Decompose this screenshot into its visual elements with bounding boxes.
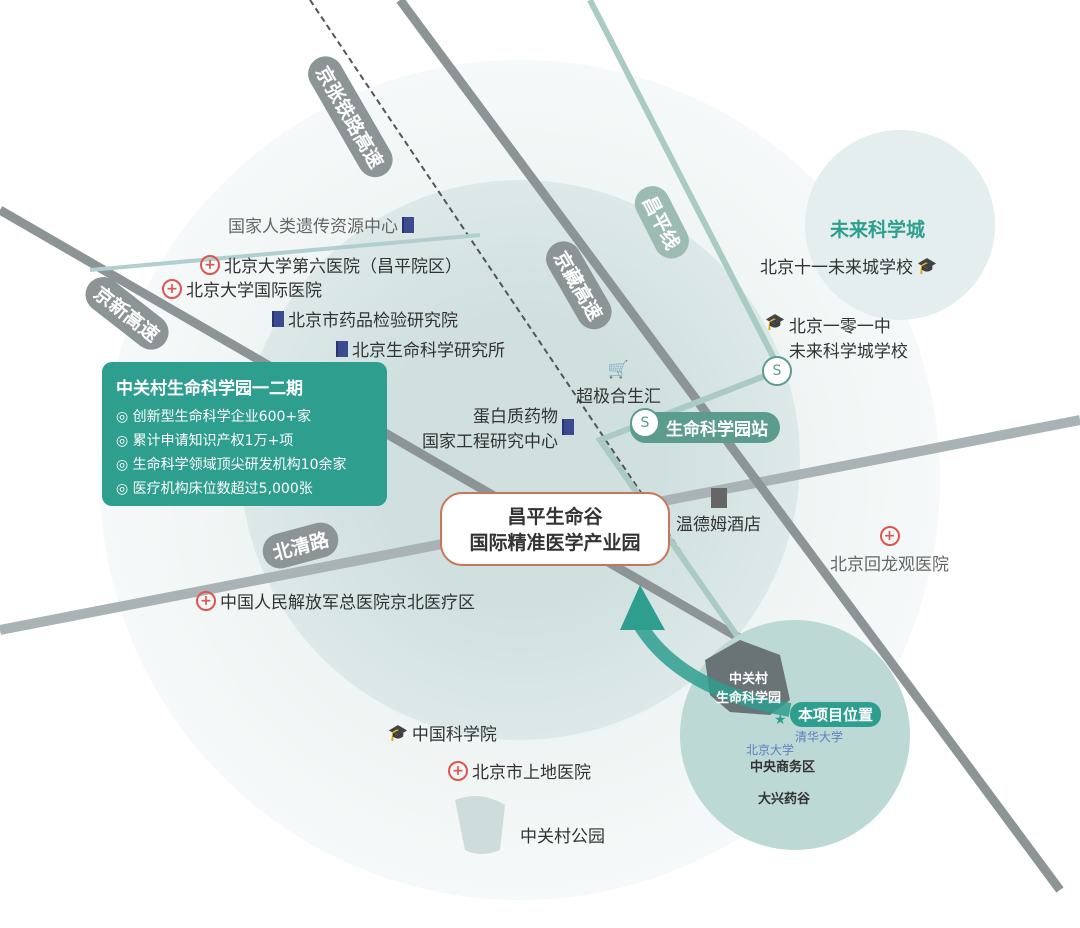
jingzang-expressway bbox=[396, 0, 1064, 893]
poi-hotel: 温德姆酒店 bbox=[676, 488, 761, 535]
inset-cbd: 中央商务区 bbox=[750, 760, 816, 775]
poi-shangdi: +北京市上地医院 bbox=[448, 758, 591, 783]
project-label: 昌平生命谷国际精准医学产业园 bbox=[440, 492, 670, 566]
hospital-icon: + bbox=[162, 278, 182, 299]
star-icon: ★ bbox=[774, 712, 787, 728]
poi-huilongguan: +北京回龙观医院 bbox=[830, 526, 949, 575]
poi-genetic-center: 国家人类遗传资源中心 bbox=[228, 212, 414, 237]
poi-school-11: 北京十一未来城学校🎓 bbox=[760, 253, 937, 278]
inset-tsinghua: 清华大学 bbox=[795, 730, 844, 744]
lab-icon bbox=[402, 216, 414, 233]
poi-cas: 🎓中国科学院 bbox=[388, 723, 497, 745]
future-city-circle bbox=[805, 130, 995, 320]
inset-pku: 北京大学 bbox=[746, 743, 795, 757]
hospital-icon: + bbox=[196, 590, 216, 611]
inset-zhongguancun: 中关村生命科学园 bbox=[716, 672, 782, 706]
changping-line bbox=[587, 0, 785, 642]
info-item: ◎ 累计申请知识产权1万+项 bbox=[116, 433, 294, 449]
park-shape bbox=[455, 796, 505, 854]
lab-icon bbox=[336, 340, 348, 357]
project-marker: 本项目位置 bbox=[790, 702, 882, 727]
metro-icon: S bbox=[762, 356, 792, 386]
poi-protein-center: 蛋白质药物国家工程研究中心 bbox=[422, 402, 574, 452]
cart-icon: 🛒 bbox=[607, 360, 630, 380]
direction-arrow bbox=[634, 621, 792, 717]
info-item: ◎ 创新型生命科学企业600+家 bbox=[116, 409, 312, 425]
poi-nibs: 北京生命科学研究所 bbox=[336, 336, 505, 361]
metro-icon: S bbox=[630, 408, 660, 438]
school-icon: 🎓 bbox=[917, 256, 937, 275]
info-title: 中关村生命科学园一二期 bbox=[116, 379, 303, 399]
school-icon: 🎓 bbox=[388, 723, 408, 742]
info-item: ◎ 医疗机构床位数超过5,000张 bbox=[116, 481, 313, 497]
minor-road bbox=[89, 233, 481, 272]
poi-pku-intl: +北京大学国际医院 bbox=[162, 276, 322, 301]
lab-icon bbox=[272, 310, 284, 327]
hospital-icon: + bbox=[448, 760, 468, 781]
poi-pku6: +北京大学第六医院（昌平院区） bbox=[200, 252, 462, 277]
poi-park: 中关村公园 bbox=[520, 827, 605, 847]
info-item: ◎ 生命科学领域顶尖研发机构10余家 bbox=[116, 457, 347, 473]
poi-school-101: 🎓北京一零一中未来科学城学校 bbox=[765, 312, 908, 362]
lab-icon bbox=[562, 419, 574, 435]
hospital-icon: + bbox=[200, 254, 220, 275]
future-city-title: 未来科学城 bbox=[830, 219, 926, 241]
label: 北京一零一中未来科学城学校 bbox=[788, 317, 908, 362]
info-box: 中关村生命科学园一二期 ◎ 创新型生命科学企业600+家 ◎ 累计申请知识产权1… bbox=[102, 362, 387, 506]
hospital-icon: + bbox=[879, 526, 900, 546]
inset-daxing: 大兴药谷 bbox=[758, 792, 811, 807]
building-icon bbox=[710, 488, 727, 508]
arrow-head bbox=[620, 585, 665, 630]
school-icon: 🎓 bbox=[765, 312, 785, 331]
poi-mall: 🛒超极合生汇 bbox=[576, 360, 661, 407]
poi-drug-inst: 北京市药品检验研究院 bbox=[272, 306, 458, 331]
poi-pla-hospital: +中国人民解放军总医院京北医疗区 bbox=[196, 588, 475, 613]
inner-radius-circle bbox=[240, 180, 800, 740]
label: 北京十一未来城学校 bbox=[760, 258, 913, 278]
